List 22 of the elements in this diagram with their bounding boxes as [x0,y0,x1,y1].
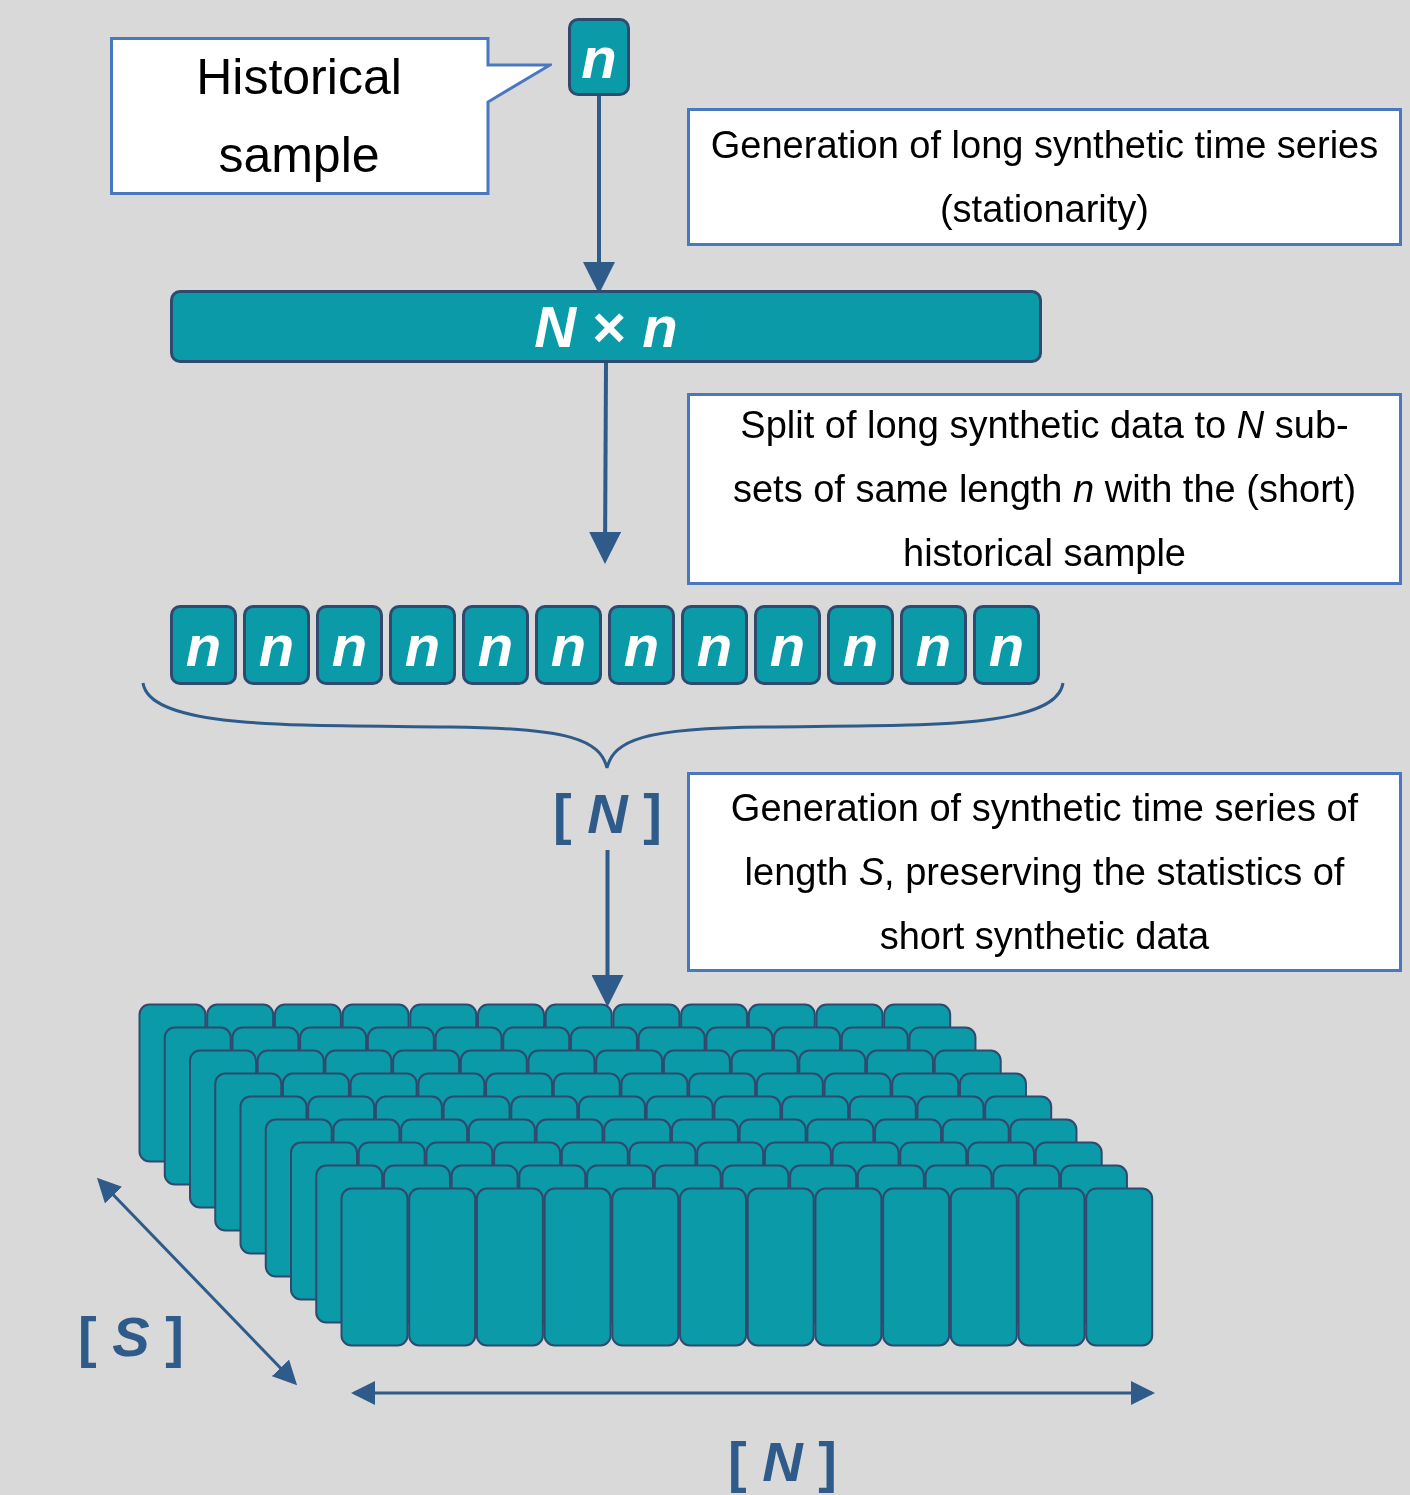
sample-tile: n [608,605,675,685]
sample-tile: n [535,605,602,685]
series-bar: N × n [170,290,1042,363]
sample-tile: n [462,605,529,685]
arrow [589,363,622,564]
sample-tile: n [973,605,1040,685]
sample-tile: n [900,605,967,685]
sample-tile: n [243,605,310,685]
description-box: Generation of synthetic time series of length S, preserving the statistics of short synthetic data [687,772,1402,972]
sample-tile: n [170,605,237,685]
sample-tile: n [827,605,894,685]
sample-tile: n [754,605,821,685]
dimension-label: [ S ] [78,1304,184,1370]
sample-tile: n [568,18,630,96]
description-box: Generation of long synthetic time series (stationarity) [687,108,1402,246]
sample-tile: n [681,605,748,685]
dimension-label: [ N ] [728,1429,837,1495]
sample-tile: n [389,605,456,685]
dimension-label: [ N ] [540,778,675,850]
description-box: Split of long synthetic data to N sub-sets of same length n with the (short) historical sample [687,393,1402,585]
callout-box: Historical sample [110,37,552,195]
sample-tile: n [316,605,383,685]
